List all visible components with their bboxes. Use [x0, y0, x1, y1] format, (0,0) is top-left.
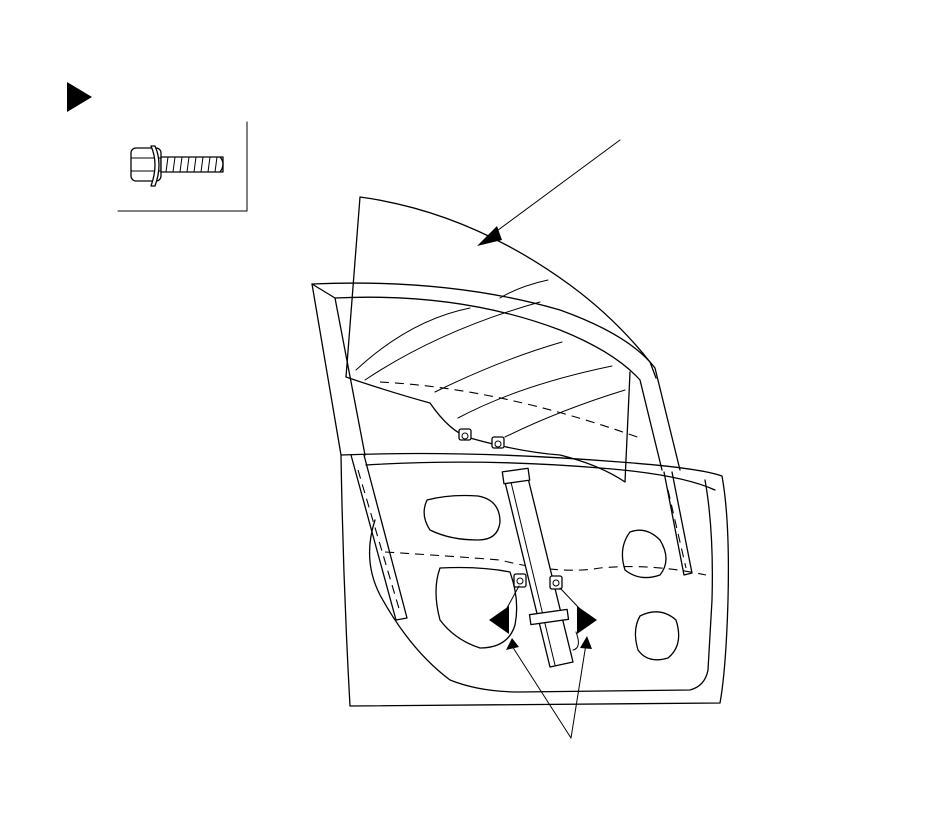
callout-arrow-icon	[477, 139, 621, 246]
door-inner-panel	[340, 452, 730, 707]
flange-bolt-icon	[130, 145, 224, 187]
bolt-callout	[489, 585, 597, 739]
fastener-inset	[117, 121, 248, 212]
triangle-marker-icon	[577, 606, 597, 634]
door-frame	[311, 282, 693, 621]
triangle-marker-icon	[489, 606, 509, 634]
window-regulator	[501, 467, 579, 668]
triangle-marker-icon	[67, 82, 92, 112]
